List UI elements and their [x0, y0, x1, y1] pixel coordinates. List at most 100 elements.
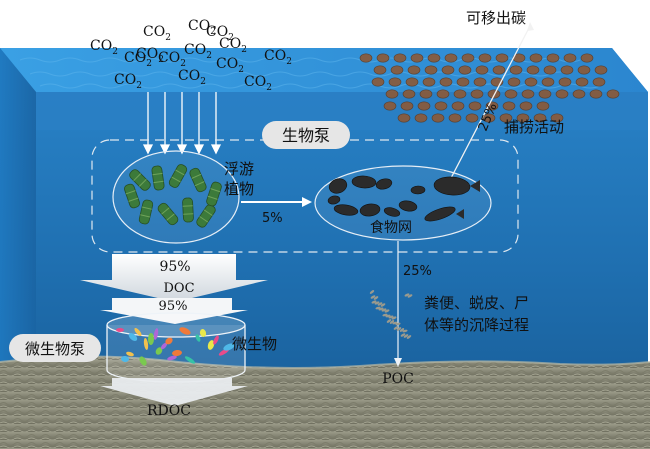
co2-label: CO2 — [114, 72, 142, 91]
fish-school-dot — [536, 101, 550, 111]
fish-school-dot — [541, 77, 555, 87]
fish-school-dot — [499, 113, 513, 123]
fish-school-dot — [407, 65, 421, 75]
fish-school-dot — [606, 89, 620, 99]
fish-school-dot — [414, 113, 428, 123]
microbes-label: 微生物 — [232, 335, 277, 353]
fish-school-dot — [516, 113, 530, 123]
biological-pump-pill — [262, 121, 350, 149]
microbe-cell — [153, 328, 159, 340]
phytoplankton-cell — [151, 165, 165, 191]
seafloor — [0, 356, 650, 449]
sinking-particle — [391, 316, 397, 320]
sinking-label-line1: 粪便、蜕皮、尸 — [424, 294, 529, 312]
sinking-particle — [386, 319, 392, 323]
doc-pct: 95% — [159, 259, 190, 275]
sinking-particles — [369, 290, 413, 339]
food-web-organism — [375, 178, 393, 190]
phytoplankton-cell — [124, 183, 140, 209]
sinking-particle — [404, 293, 410, 297]
fish-school-dot — [577, 65, 591, 75]
fish-school-dot — [558, 77, 572, 87]
phytoplankton-cell — [157, 202, 179, 226]
fish-school-dot — [526, 65, 540, 75]
fish-school-dot — [453, 89, 467, 99]
fish-school-dot — [436, 89, 450, 99]
phytoplankton-cell — [168, 164, 188, 188]
microbe-cell — [160, 342, 168, 350]
microbe-cell — [116, 328, 124, 332]
fishing-label: 捕捞活动 — [504, 118, 564, 136]
food-web-organism — [328, 178, 348, 194]
fish-school-dot — [550, 113, 564, 123]
fish-school-dot — [495, 53, 509, 63]
fish-school-dot — [376, 53, 390, 63]
co2-arrows — [142, 92, 222, 155]
doc-big-arrow — [80, 254, 268, 302]
fish-school-dot — [402, 89, 416, 99]
sinking-particle — [382, 313, 388, 317]
microbe-cell — [121, 355, 129, 363]
co2-label: CO2 — [136, 46, 164, 65]
fish-school-dot — [533, 113, 547, 123]
fish-school-dot — [390, 65, 404, 75]
fish-school-dot — [524, 77, 538, 87]
fish-school-dot — [427, 53, 441, 63]
microbe-cell — [165, 337, 173, 345]
fish-school-dot — [359, 53, 373, 63]
microbe-cell — [195, 334, 201, 342]
fish-school-dot — [441, 65, 455, 75]
fish-school-dot — [502, 101, 516, 111]
fish-school-dot — [589, 89, 603, 99]
fish-school-dot — [439, 77, 453, 87]
fish-school-dot — [410, 53, 424, 63]
phytoplankton-cell — [138, 199, 154, 225]
microbe-cell — [147, 333, 155, 345]
microbe-cell — [128, 333, 138, 341]
co2-label: CO2 — [184, 42, 212, 61]
fish-school-dot — [575, 77, 589, 87]
food-web-label: 食物网 — [370, 219, 412, 236]
fish-school-dot — [405, 77, 419, 87]
microbial-pump-pill — [9, 334, 101, 362]
sinking-particle — [406, 335, 412, 339]
fish-school-dot — [529, 53, 543, 63]
microbe-cell — [155, 347, 163, 355]
sinking-particle — [375, 306, 381, 310]
microbe-cell — [184, 356, 196, 364]
fish-school-dot — [388, 77, 402, 87]
sinking-particle — [402, 329, 408, 333]
microbial-pump-label: 微生物泵 — [25, 340, 85, 358]
food-web-organisms — [327, 175, 480, 222]
fish-school-dot — [373, 65, 387, 75]
fish-school-dot — [371, 77, 385, 87]
sinking-particle — [380, 303, 386, 307]
doc-label: DOC — [163, 281, 194, 296]
sinking-particle — [371, 300, 377, 304]
microbe-arrow — [100, 298, 248, 324]
food-web-organism — [327, 195, 341, 205]
fish-school-dot — [385, 89, 399, 99]
fish-school-dot — [555, 89, 569, 99]
microbe-cell — [172, 349, 182, 357]
fish-school-dot — [451, 101, 465, 111]
fish-school-dot — [563, 53, 577, 63]
removal-arrow — [449, 25, 531, 181]
rdoc-label: RDOC — [147, 403, 191, 419]
food-web-organism — [383, 207, 401, 217]
microbe-cell — [167, 355, 177, 361]
co2-label: CO2 — [216, 56, 244, 75]
co2-label: CO2 — [143, 24, 171, 43]
fish-school-dot — [592, 77, 606, 87]
fish-school-dot — [468, 101, 482, 111]
sinking-particle — [373, 296, 379, 300]
fish-school-dot — [580, 53, 594, 63]
sinking-particle — [381, 308, 387, 312]
fish-school-dot — [397, 113, 411, 123]
fish-school-dot — [417, 101, 431, 111]
sinking-particle — [399, 328, 405, 332]
microbe-cell — [199, 329, 207, 337]
